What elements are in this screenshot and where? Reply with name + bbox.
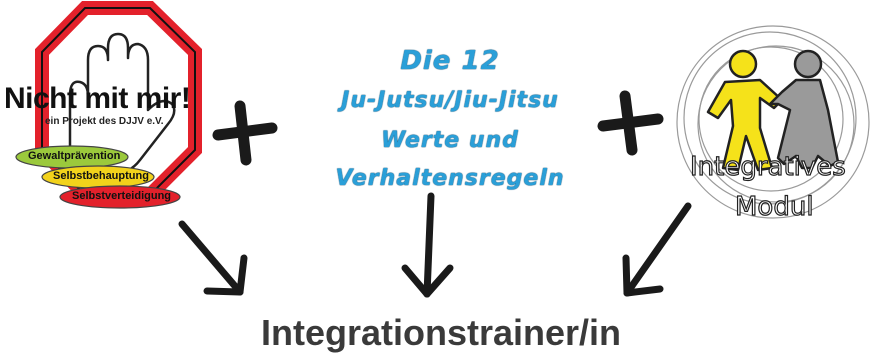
down-right-arrow-icon: [178, 220, 248, 296]
plus-icon: [212, 100, 278, 166]
integration-label-line2: Modul: [734, 191, 814, 222]
center-line-2: Ju-Jutsu/Jiu-Jitsu: [341, 88, 559, 113]
result-title: Integrationstrainer/in: [260, 312, 622, 353]
integration-label-line1: Integratives: [689, 151, 846, 182]
down-arrow-icon: [401, 192, 454, 298]
logo-title: Nicht mit mir!: [4, 82, 191, 115]
badge-selbstbehauptung: Selbstbehauptung: [53, 170, 149, 182]
logo-subtitle: ein Projekt des DJJV e.V.: [45, 116, 164, 127]
integration-logo-icon: [676, 25, 870, 219]
plus-icon: [597, 90, 664, 156]
badge-gewaltpraevention: Gewaltprävention: [28, 150, 121, 162]
badge-shapes: [15, 145, 181, 209]
hand-icon: [68, 32, 176, 178]
center-line-3: Werte und: [381, 128, 519, 153]
center-line-4: Verhaltensregeln: [335, 166, 565, 191]
down-left-arrow-icon: [622, 202, 692, 297]
center-line-1: Die 12: [400, 46, 500, 76]
badge-selbstverteidigung: Selbstverteidigung: [72, 190, 172, 202]
gray-figure-icon: [768, 49, 840, 170]
